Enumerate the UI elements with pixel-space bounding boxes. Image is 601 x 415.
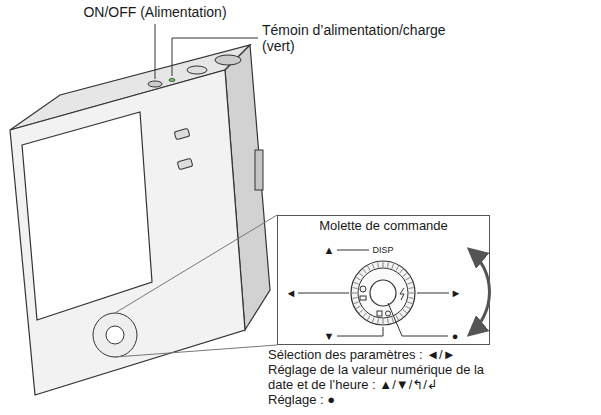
- knurl-stroke: [383, 262, 384, 267]
- knurl-stroke: [400, 313, 403, 317]
- knurl-stroke: [359, 310, 363, 313]
- knurl-stroke: [352, 293, 357, 294]
- knurl-stroke: [406, 278, 410, 281]
- leader-line: [417, 293, 449, 294]
- knurl-stroke: [363, 313, 366, 317]
- knurl-stroke: [407, 302, 412, 304]
- inset-panel: Molette de commande: [277, 215, 490, 345]
- knurl-stroke: [406, 306, 410, 309]
- scene-icon: [386, 311, 391, 316]
- direction-symbol: ▼: [323, 330, 336, 343]
- instruction-text: Réglage : ●: [268, 393, 335, 408]
- rotate-arrow: [470, 250, 489, 334]
- knurl-stroke: [352, 297, 357, 299]
- knurl-stroke: [377, 319, 379, 324]
- knurl-stroke: [377, 262, 379, 267]
- camera-button: [174, 128, 190, 139]
- drive-icon: [360, 296, 366, 300]
- panel-title: Molette de commande: [278, 216, 489, 233]
- knurl-stroke: [400, 269, 403, 273]
- knurl-stroke: [387, 319, 389, 324]
- center-button: [370, 280, 396, 306]
- shutter-button: [187, 66, 207, 74]
- leader-line: [337, 250, 369, 251]
- direction-symbol: ◄: [285, 287, 298, 300]
- knurl-stroke: [354, 282, 359, 284]
- part-name: Témoin d’alimentation/charge (vert): [262, 22, 462, 54]
- knurl-stroke: [356, 278, 360, 281]
- power-button: [148, 81, 162, 87]
- leader-line: [155, 24, 156, 79]
- wheel-inner-edge: [358, 268, 408, 318]
- control-wheel: [351, 261, 415, 325]
- knurl-stroke: [409, 293, 414, 294]
- knurl-stroke: [403, 310, 407, 313]
- knurl-stroke: [359, 273, 363, 276]
- knurl-stroke: [383, 319, 384, 324]
- exposure-icon: [377, 311, 382, 316]
- knurl-stroke: [409, 297, 414, 299]
- button-marking: DISP: [371, 245, 394, 255]
- direction-symbol: ●: [451, 330, 460, 343]
- mode-ring: [215, 55, 241, 65]
- knurl-stroke: [352, 287, 357, 289]
- power-led: [169, 79, 175, 82]
- knurl-stroke: [372, 317, 374, 322]
- knurl-stroke: [392, 264, 394, 269]
- knurl-stroke: [396, 266, 399, 270]
- knurl-stroke: [356, 306, 360, 309]
- direction-symbol: ▲: [323, 244, 336, 257]
- inset-ground: [277, 215, 490, 345]
- camera-screen: [22, 112, 152, 320]
- self-timer-icon: [360, 286, 366, 292]
- knurl-stroke: [409, 287, 414, 289]
- camera-dial-ring: [93, 313, 137, 357]
- knurl-stroke: [407, 282, 412, 284]
- camera-dial-button: [106, 326, 124, 344]
- knurl-stroke: [372, 264, 374, 269]
- leader-line: [388, 303, 448, 336]
- zoom-line: [115, 215, 277, 313]
- camera-back: [10, 70, 245, 395]
- zoom-line: [115, 345, 277, 357]
- wheel-knurling: [352, 262, 414, 324]
- knurl-stroke: [354, 302, 359, 304]
- leader-line: [337, 327, 383, 336]
- knurl-stroke: [396, 316, 399, 320]
- part-name: ON/OFF (Alimentation): [83, 4, 226, 20]
- camera-port-cover: [255, 150, 263, 190]
- leader-line: [298, 293, 349, 294]
- knurl-stroke: [392, 317, 394, 322]
- knurl-stroke: [387, 262, 389, 267]
- knurl-stroke: [363, 269, 366, 273]
- direction-symbol: ►: [450, 287, 463, 300]
- camera-button: [177, 158, 193, 169]
- knurl-stroke: [403, 273, 407, 276]
- flash-icon: [400, 288, 404, 300]
- knurl-stroke: [368, 266, 371, 270]
- leader-line: [172, 38, 258, 76]
- instruction-text: Réglage de la valeur numérique de la dat…: [268, 363, 508, 393]
- instruction-text: Sélection des paramètres : ◄/►: [268, 348, 456, 363]
- knurl-stroke: [368, 316, 371, 320]
